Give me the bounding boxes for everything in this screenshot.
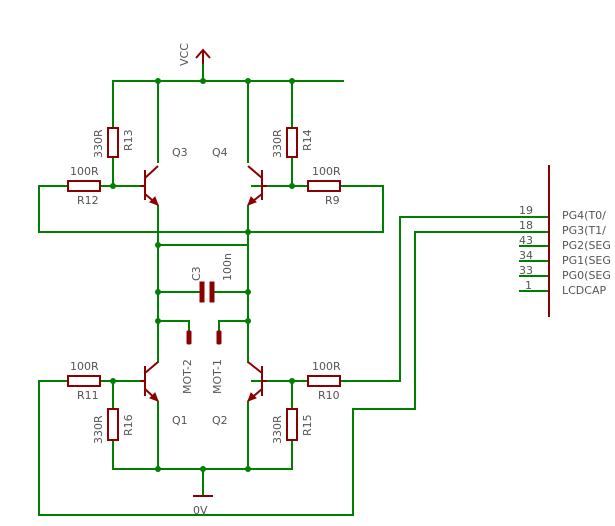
resistor-r11: 100R R11 bbox=[67, 360, 101, 402]
resistor-r12: 100R R12 bbox=[67, 165, 101, 207]
transistor-q4: Q4 bbox=[212, 146, 267, 206]
r11-value: 100R bbox=[70, 360, 99, 373]
pin-num: 1 bbox=[525, 279, 532, 292]
r12-value: 100R bbox=[70, 165, 99, 178]
junction-dot bbox=[245, 229, 251, 235]
pin-name: PG1(SEG bbox=[562, 254, 611, 267]
junction-dot bbox=[200, 466, 206, 472]
resistor-r15: 330R R15 bbox=[271, 408, 314, 444]
junctions bbox=[110, 78, 295, 472]
q3-label: Q3 bbox=[172, 146, 188, 159]
r15-name: R15 bbox=[301, 414, 314, 436]
junction-dot bbox=[155, 318, 161, 324]
junction-dot bbox=[245, 466, 251, 472]
lower-right-wire bbox=[339, 216, 550, 382]
motor-connector: MOT-2 MOT-1 bbox=[181, 330, 224, 394]
junction-dot bbox=[245, 318, 251, 324]
c3-name: C3 bbox=[190, 266, 203, 281]
junction-dot bbox=[289, 378, 295, 384]
transistor-q2: Q2 bbox=[212, 361, 267, 427]
resistor-r16: 330R R16 bbox=[92, 408, 135, 444]
transistor-q3: Q3 bbox=[140, 146, 188, 206]
r16-value: 330R bbox=[92, 415, 105, 444]
upper-loop-wire bbox=[38, 185, 384, 233]
motor-leads bbox=[157, 320, 249, 331]
r11-name: R11 bbox=[77, 389, 99, 402]
pin-num: 18 bbox=[519, 219, 533, 232]
q2-label: Q2 bbox=[212, 414, 228, 427]
pin-num: 33 bbox=[519, 264, 533, 277]
r14-name: R14 bbox=[301, 129, 314, 151]
resistor-r10: 100R R10 bbox=[307, 360, 341, 402]
r13-value: 330R bbox=[92, 129, 105, 158]
vcc-symbol: VCC bbox=[178, 43, 211, 66]
q4-label: Q4 bbox=[212, 146, 228, 159]
vcc-label: VCC bbox=[178, 43, 191, 66]
r16-name: R16 bbox=[122, 414, 135, 436]
gnd-label: 0V bbox=[193, 504, 208, 517]
capacitor-c3: C3 100n bbox=[190, 253, 234, 303]
junction-dot bbox=[155, 466, 161, 472]
pin-name: PG0(SEG bbox=[562, 269, 611, 282]
header-pin-stubs bbox=[519, 245, 550, 292]
r9-value: 100R bbox=[312, 165, 341, 178]
r10-value: 100R bbox=[312, 360, 341, 373]
pin-name: PG2(SEG bbox=[562, 239, 611, 252]
r12-name: R12 bbox=[77, 194, 99, 207]
junction-dot bbox=[155, 289, 161, 295]
pin-name: PG3(T1/ bbox=[562, 224, 606, 237]
r9-name: R9 bbox=[325, 194, 340, 207]
resistor-r14: 330R R14 bbox=[271, 127, 314, 158]
r15-value: 330R bbox=[271, 415, 284, 444]
c3-value: 100n bbox=[221, 253, 234, 281]
gnd-symbol: 0V bbox=[193, 495, 213, 517]
junction-dot bbox=[245, 289, 251, 295]
junction-dot bbox=[110, 183, 116, 189]
r14-value: 330R bbox=[271, 129, 284, 158]
mcu-header: 19 PG4(T0/ 18 PG3(T1/ 43 PG2(SEG 34 PG1(… bbox=[519, 165, 611, 317]
wires bbox=[38, 63, 550, 516]
pin-num: 19 bbox=[519, 204, 533, 217]
transistor-q1: Q1 bbox=[140, 361, 188, 427]
junction-dot bbox=[245, 78, 251, 84]
r13-name: R13 bbox=[122, 129, 135, 151]
junction-dot bbox=[289, 78, 295, 84]
motor-pin-1-label: MOT-1 bbox=[211, 359, 224, 394]
pin-num: 34 bbox=[519, 249, 533, 262]
resistor-r13: 330R R13 bbox=[92, 127, 135, 158]
pin-num: 43 bbox=[519, 234, 533, 247]
junction-dot bbox=[289, 183, 295, 189]
pin-name: LCDCAP bbox=[562, 284, 606, 297]
resistor-r9: 100R R9 bbox=[307, 165, 341, 207]
r10-name: R10 bbox=[318, 389, 340, 402]
junction-dot bbox=[155, 78, 161, 84]
motor-pin-2-label: MOT-2 bbox=[181, 359, 194, 394]
junction-dot bbox=[155, 242, 161, 248]
junction-dot bbox=[200, 78, 206, 84]
lower-left-wire bbox=[38, 231, 550, 516]
junction-dot bbox=[110, 378, 116, 384]
pin-name: PG4(T0/ bbox=[562, 209, 606, 222]
q1-label: Q1 bbox=[172, 414, 188, 427]
